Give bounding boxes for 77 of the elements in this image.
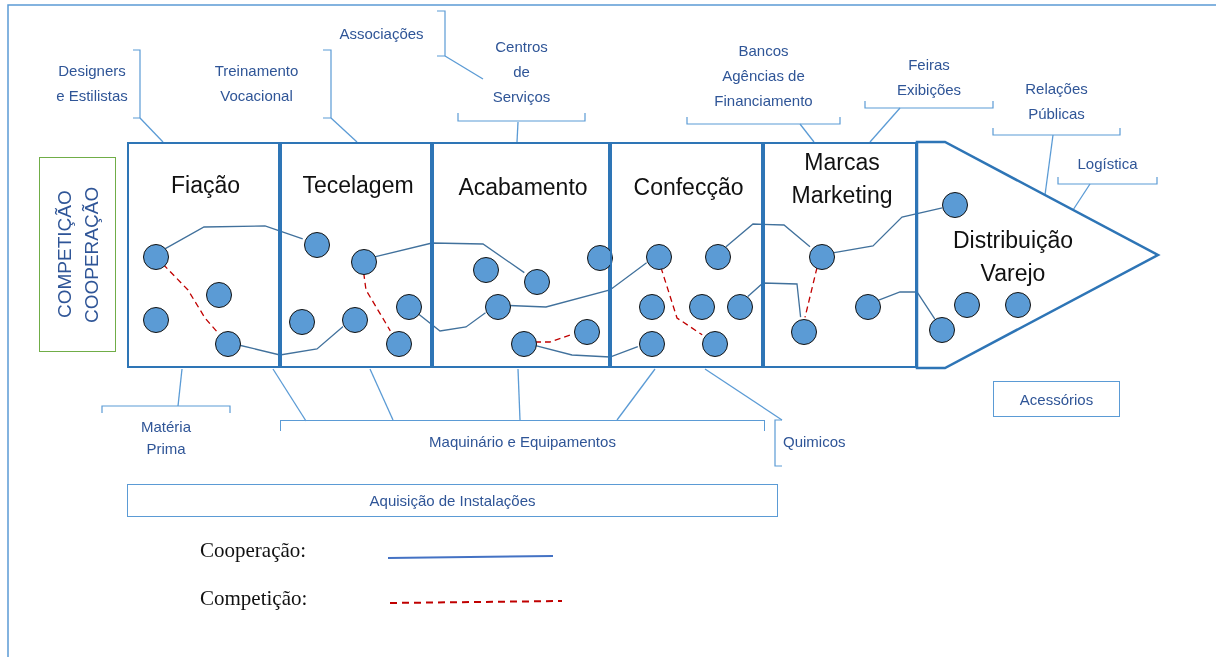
dot <box>386 331 412 357</box>
stage-title: Marcas Marketing <box>790 148 894 210</box>
leader-line <box>1044 134 1054 196</box>
dot <box>574 319 600 345</box>
callout-label: Associações <box>328 18 445 56</box>
dot <box>705 244 731 270</box>
dot <box>473 257 499 283</box>
dot <box>639 294 665 320</box>
arrow-stage-shape <box>917 142 1158 368</box>
leader-line <box>272 368 307 422</box>
legend-label: Competição: <box>200 586 308 611</box>
leader-line <box>869 107 901 143</box>
dot <box>524 269 550 295</box>
callout-label: Centros de Serviços <box>458 34 585 122</box>
leader-line <box>444 55 484 80</box>
dot <box>587 245 613 271</box>
leader-line <box>704 368 783 421</box>
callout-label: Relações Públicas <box>993 74 1120 135</box>
connector-line <box>164 225 304 250</box>
dot <box>809 244 835 270</box>
connector-line <box>747 282 802 318</box>
dot <box>342 307 368 333</box>
callout-label: Matéria Prima <box>102 406 230 468</box>
side-label-box: COMPETIÇÃO COOPERAÇÃO <box>39 157 116 352</box>
callout-label: Quimicos <box>775 420 870 466</box>
stage-title: Distribuição Varejo <box>951 226 1075 288</box>
dot <box>143 244 169 270</box>
dot <box>511 331 537 357</box>
stage-box <box>432 142 610 368</box>
leader-line <box>1072 183 1091 211</box>
dot <box>485 294 511 320</box>
connector-line <box>725 223 811 248</box>
leader-line <box>177 368 183 407</box>
dot <box>304 232 330 258</box>
connector-line <box>832 207 943 254</box>
stage-box <box>610 142 763 368</box>
callout-label: Treinamento Vocacional <box>190 58 331 118</box>
callout-label: Logística <box>1058 150 1157 184</box>
stage-box <box>280 142 432 368</box>
leader-line <box>139 117 164 143</box>
dot <box>639 331 665 357</box>
dot <box>929 317 955 343</box>
stage-title: Fiação <box>169 171 241 200</box>
dot <box>206 282 232 308</box>
stage-title: Tecelagem <box>301 171 415 200</box>
dot <box>396 294 422 320</box>
leader-line <box>616 368 656 421</box>
dot <box>289 309 315 335</box>
leader-line <box>516 121 519 143</box>
stage-title: Acabamento <box>457 173 589 202</box>
stage-box <box>127 142 280 368</box>
leader-line <box>330 117 358 143</box>
callout-label: Feiras Exibições <box>865 52 993 108</box>
dot <box>727 294 753 320</box>
connector-line <box>877 291 936 320</box>
dot <box>855 294 881 320</box>
label-box: Aquisição de Instalações <box>127 484 778 517</box>
stage-box <box>763 142 917 368</box>
dot <box>689 294 715 320</box>
leader-line <box>799 123 815 143</box>
dot <box>215 331 241 357</box>
dot <box>351 249 377 275</box>
stage-title: Confecção <box>632 173 745 202</box>
label-box: Acessórios <box>993 381 1120 417</box>
dot <box>942 192 968 218</box>
dot <box>954 292 980 318</box>
callout-label: Designers e Estilistas <box>30 58 140 118</box>
callout-label: Bancos Agências de Financiamento <box>687 38 840 124</box>
legend-label: Cooperação: <box>200 538 307 563</box>
leader-line <box>517 368 521 421</box>
connector-line <box>508 262 648 308</box>
dot <box>1005 292 1031 318</box>
dot <box>702 331 728 357</box>
dot <box>646 244 672 270</box>
dot <box>143 307 169 333</box>
dot <box>791 319 817 345</box>
leader-line <box>369 368 394 421</box>
